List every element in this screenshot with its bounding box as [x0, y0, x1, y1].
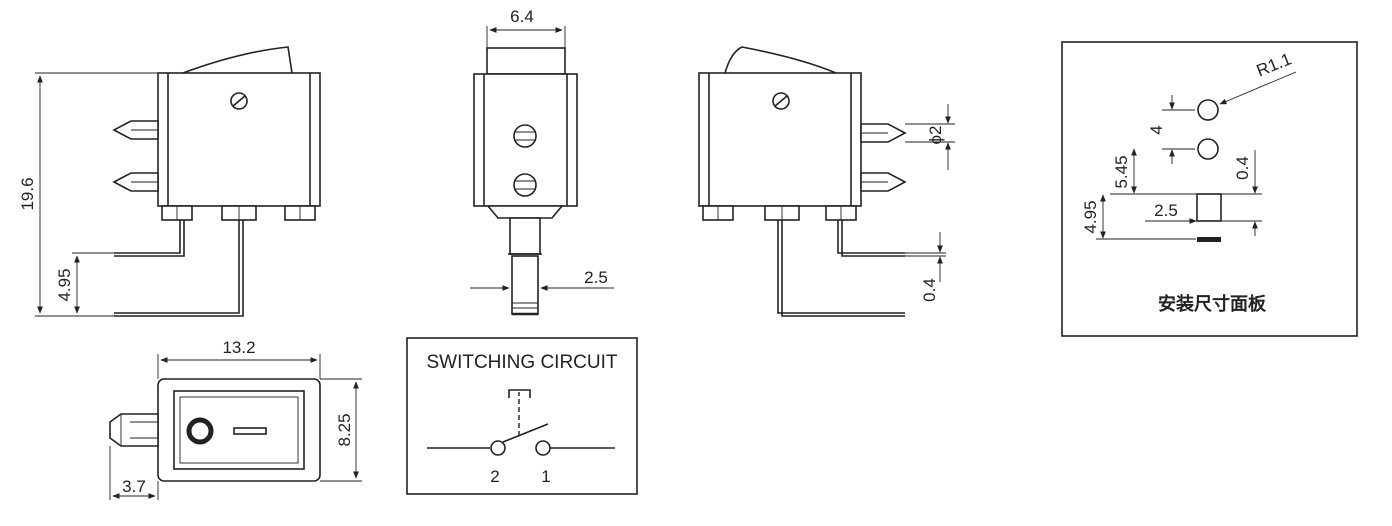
- circuit-terminal-2: 2: [490, 467, 499, 486]
- dim-body-width: 13.2: [222, 338, 255, 357]
- dim-terminal-thickness: 0.4: [920, 278, 939, 302]
- panel-slot-width: 2.5: [1154, 201, 1178, 220]
- panel-cutout-box: [1061, 41, 1358, 337]
- dim-overall-height: 19.6: [18, 177, 37, 210]
- dim-tab-length: 3.7: [122, 477, 146, 496]
- dim-body-depth: 8.25: [335, 413, 354, 446]
- switching-circuit-box: [406, 337, 638, 495]
- panel-offset-b: 4.95: [1081, 200, 1100, 233]
- dim-terminal-width: 2.5: [584, 268, 608, 287]
- right-side-view: [698, 46, 955, 317]
- front-view: [470, 26, 614, 316]
- left-side-view: [35, 46, 321, 317]
- circuit-title: SWITCHING CIRCUIT: [426, 352, 617, 373]
- panel-slot-thickness: 0.4: [1233, 156, 1252, 180]
- panel-caption: 安装尺寸面板: [1158, 293, 1267, 315]
- top-view: [109, 354, 362, 500]
- dim-lower-pin-offset: 4.95: [55, 268, 74, 301]
- dim-top-width: 6.4: [510, 7, 534, 26]
- dim-pin-diameter: ϕ2: [926, 126, 945, 145]
- panel-offset-a: 5.45: [1112, 155, 1131, 188]
- circuit-terminal-1: 1: [541, 467, 550, 486]
- panel-hole-spacing: 4: [1147, 125, 1166, 134]
